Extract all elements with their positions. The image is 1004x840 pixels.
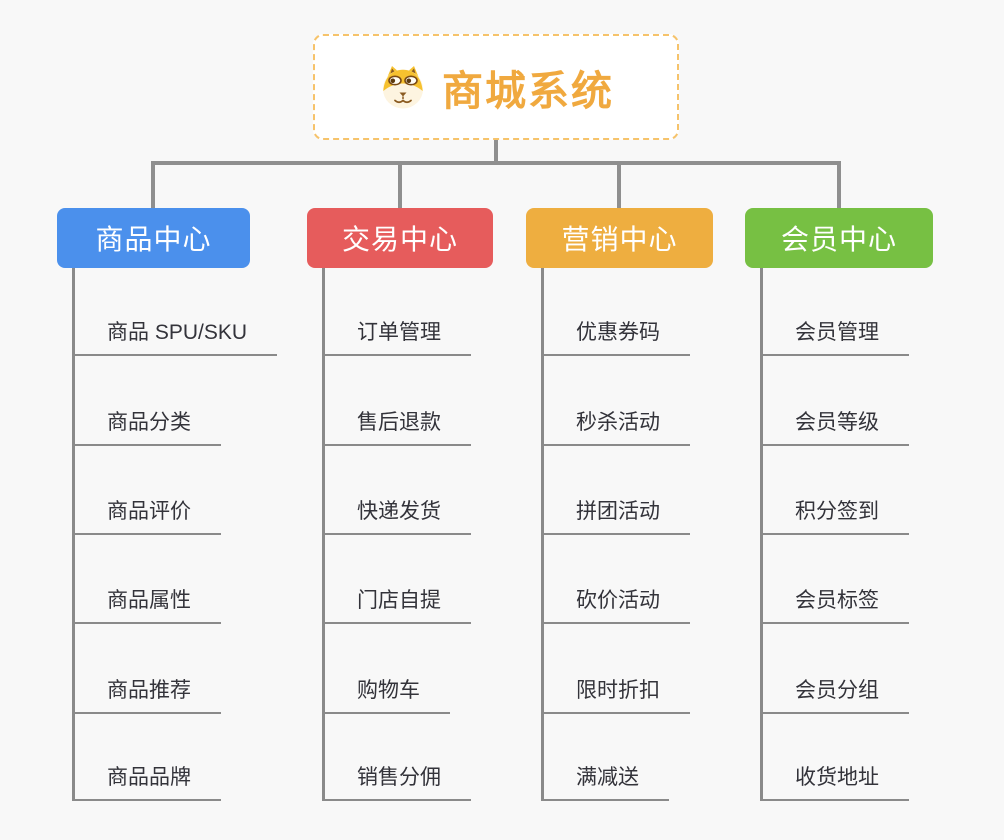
branch-drop-line: [837, 161, 841, 208]
leaf-node[interactable]: 拼团活动: [541, 497, 690, 535]
branch-drop-line: [617, 161, 621, 208]
leaf-node[interactable]: 会员标签: [760, 586, 909, 624]
leaf-node[interactable]: 商品分类: [72, 408, 221, 446]
leaf-node[interactable]: 会员等级: [760, 408, 909, 446]
leaf-node[interactable]: 商品属性: [72, 586, 221, 624]
leaf-node[interactable]: 门店自提: [322, 586, 471, 624]
leaf-node[interactable]: 砍价活动: [541, 586, 690, 624]
branch-connector-bar: [151, 161, 841, 165]
leaf-node[interactable]: 会员分组: [760, 676, 909, 714]
leaf-node[interactable]: 售后退款: [322, 408, 471, 446]
leaf-node[interactable]: 商品评价: [72, 497, 221, 535]
root-node[interactable]: 商城系统: [313, 34, 679, 140]
leaf-node[interactable]: 商品 SPU/SKU: [72, 318, 278, 356]
leaf-node[interactable]: 订单管理: [322, 318, 471, 356]
leaf-node[interactable]: 快递发货: [322, 497, 471, 535]
dog-face-icon: [378, 64, 428, 110]
branch-node-products[interactable]: 商品中心: [57, 208, 250, 268]
leaf-node[interactable]: 销售分佣: [322, 763, 471, 801]
leaf-node[interactable]: 商品推荐: [72, 676, 221, 714]
leaf-node[interactable]: 收货地址: [760, 763, 909, 801]
leaf-node[interactable]: 优惠券码: [541, 318, 690, 356]
branch-drop-line: [398, 161, 402, 208]
leaf-node[interactable]: 积分签到: [760, 497, 909, 535]
branch-node-marketing[interactable]: 营销中心: [526, 208, 713, 268]
root-title: 商城系统: [442, 68, 614, 114]
leaf-node[interactable]: 满减送: [541, 763, 669, 801]
root-stem-line: [494, 140, 498, 165]
branch-node-members[interactable]: 会员中心: [745, 208, 933, 268]
branch-node-trade[interactable]: 交易中心: [307, 208, 493, 268]
leaf-node[interactable]: 限时折扣: [541, 676, 690, 714]
leaf-node[interactable]: 购物车: [322, 676, 450, 714]
branch-drop-line: [151, 161, 155, 208]
leaf-node[interactable]: 秒杀活动: [541, 408, 690, 446]
leaf-node[interactable]: 商品品牌: [72, 763, 221, 801]
leaf-node[interactable]: 会员管理: [760, 318, 909, 356]
